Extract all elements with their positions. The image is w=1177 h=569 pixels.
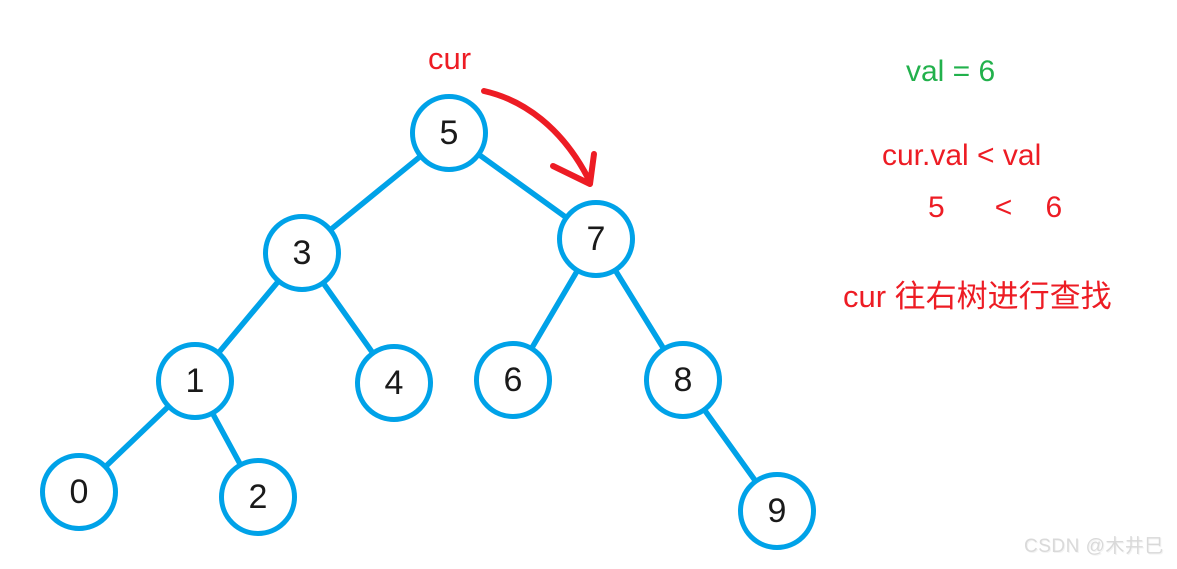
tree-node-7: 7 bbox=[557, 200, 635, 278]
tree-node-4: 4 bbox=[355, 344, 433, 422]
comparison-values-text: 5 < 6 bbox=[928, 191, 1063, 224]
cur-pointer-label: cur bbox=[428, 41, 472, 76]
tree-node-8: 8 bbox=[644, 341, 722, 419]
comparison-expression-text: cur.val < val bbox=[882, 139, 1042, 172]
tree-node-0: 0 bbox=[40, 453, 118, 531]
tree-node-2: 2 bbox=[219, 458, 297, 536]
tree-node-6: 6 bbox=[474, 341, 552, 419]
val-assignment-text: val = 6 bbox=[906, 55, 996, 88]
tree-node-9: 9 bbox=[738, 472, 816, 550]
tree-node-5: 5 bbox=[410, 94, 488, 172]
tree-node-1: 1 bbox=[156, 342, 234, 420]
tree-node-3: 3 bbox=[263, 214, 341, 292]
csdn-watermark: CSDN @木井巳 bbox=[1024, 536, 1164, 557]
conclusion-text: cur 往右树进行查找 bbox=[843, 279, 1112, 314]
cur-arrow bbox=[481, 88, 597, 187]
